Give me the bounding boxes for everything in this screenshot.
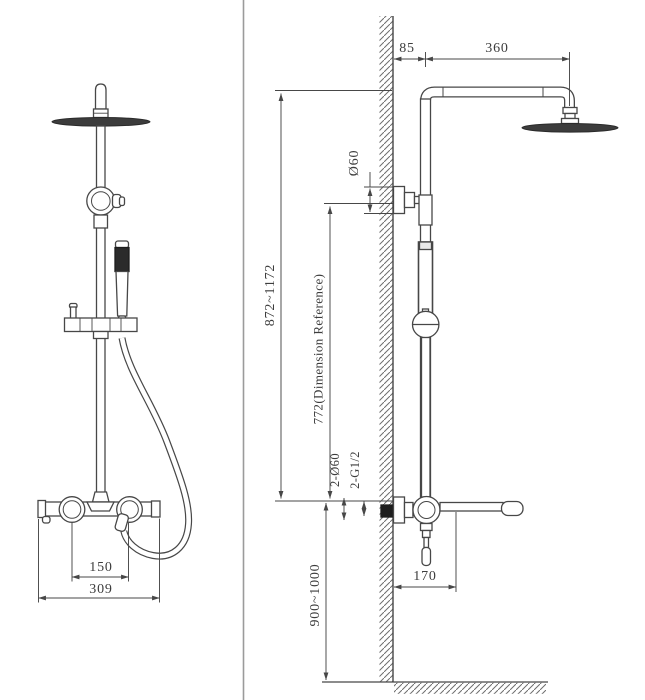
dimension-label-bracket-diameter: Ø60 bbox=[347, 149, 362, 177]
spout-arm bbox=[439, 501, 504, 512]
dimension-label-handle-spacing: 150 bbox=[89, 560, 113, 575]
floor-hatching bbox=[394, 682, 546, 694]
floor-section bbox=[322, 681, 548, 694]
top-cap bbox=[92, 83, 109, 119]
spout-paddle bbox=[500, 500, 524, 517]
hand-shower-grip bbox=[114, 246, 130, 273]
mixer-valve-front bbox=[37, 491, 161, 532]
rain-shower-head-front bbox=[51, 117, 151, 127]
dimension-label-valve-height: 900~1000 bbox=[308, 563, 323, 627]
shower-head-connector bbox=[560, 106, 580, 125]
side-view-fixture bbox=[380, 86, 619, 567]
wall-section bbox=[379, 16, 394, 682]
dimension-label-escutcheon-diameter: 2-Ø60 bbox=[327, 453, 342, 487]
dimension-label-overall-height: 872~1172 bbox=[263, 263, 278, 327]
wall-hatching bbox=[379, 16, 393, 682]
lower-column-side bbox=[420, 336, 431, 499]
dimension-label-inlet-thread: 2-G1/2 bbox=[347, 451, 362, 489]
front-view-fixture bbox=[37, 83, 193, 560]
dimension-label-arm-reach: 360 bbox=[485, 41, 509, 56]
hand-shower-side bbox=[417, 241, 434, 314]
wall-anchor-block bbox=[380, 504, 394, 518]
slide-bar-holder bbox=[63, 302, 138, 340]
side-view-dimensions bbox=[275, 52, 570, 681]
dimension-label-spout-reach: 170 bbox=[413, 569, 437, 584]
front-view-dimensions bbox=[38, 518, 160, 603]
riser-column-front bbox=[95, 125, 106, 498]
wall-bracket-top bbox=[392, 185, 433, 226]
shower-hose bbox=[118, 337, 193, 560]
shower-arm-pipe bbox=[420, 86, 575, 202]
diverter-pull bbox=[421, 546, 432, 567]
center-escutcheon bbox=[85, 501, 116, 512]
hose-outlet bbox=[114, 513, 129, 532]
dimension-label-valve-width: 309 bbox=[89, 582, 113, 597]
rain-shower-head-side bbox=[521, 123, 619, 133]
slider-ring-side bbox=[411, 308, 440, 339]
hand-shower-front bbox=[114, 240, 130, 322]
slider-joint-front bbox=[86, 186, 126, 229]
mixer-valve-side bbox=[380, 495, 524, 567]
dimension-label-wall-offset: 85 bbox=[399, 41, 415, 56]
dimension-label-reference-height: 772(Dimension Reference) bbox=[310, 273, 326, 425]
